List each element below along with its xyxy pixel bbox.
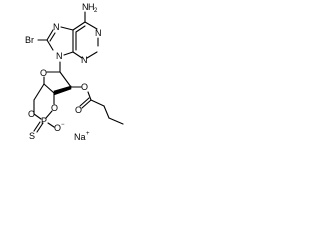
ring-o-label: O xyxy=(40,68,47,78)
bond-c2-n3 xyxy=(86,51,98,59)
bond-c5-c6 xyxy=(72,21,86,31)
cyclic-o-left-label: O xyxy=(28,109,35,119)
ester-o-label: O xyxy=(81,82,88,92)
bond-n9-c4 xyxy=(63,51,74,56)
bond-c5-n7 xyxy=(60,26,74,31)
counterion-charge: + xyxy=(86,131,90,137)
p-oxygen-charge: − xyxy=(61,122,65,128)
butyryl-ester xyxy=(70,86,124,125)
bond-n7-c8 xyxy=(46,29,54,41)
bond-p-s xyxy=(33,121,41,132)
ribose-ring xyxy=(33,61,72,120)
sulfur-label: S xyxy=(29,131,35,141)
bond-n3-c4 xyxy=(72,51,83,59)
bond-carbonyl-o xyxy=(81,99,92,109)
amino-n-label: N xyxy=(82,2,89,12)
bond-n7-c8-double xyxy=(49,32,56,42)
n1-label: N xyxy=(95,28,102,38)
amino-h-count: 2 xyxy=(94,8,98,14)
n9-label: N xyxy=(56,51,63,61)
bond-o5p-p xyxy=(33,113,42,120)
bromo-label: Br xyxy=(25,35,34,45)
bond-c8-n9 xyxy=(46,39,54,51)
n3-label: N xyxy=(81,55,88,65)
purine-ring xyxy=(37,11,99,59)
bond-chain-2 xyxy=(103,105,110,119)
bond-o3p-p xyxy=(45,110,53,119)
counterion-symbol: Na xyxy=(74,132,86,142)
bond-c6-n1 xyxy=(84,21,98,30)
cyclic-o-top-label: O xyxy=(51,103,58,113)
n7-label: N xyxy=(53,22,60,32)
bond-c5-c6-double xyxy=(75,25,86,33)
bond-chain-1 xyxy=(90,99,105,107)
p-oxygen-label: O xyxy=(54,123,61,133)
phosphorus-label: P xyxy=(41,116,47,126)
phosphorothioate xyxy=(33,121,55,133)
bond-chain-3 xyxy=(108,117,124,125)
bond-p-s-double xyxy=(36,122,44,133)
chemical-structure: N H 2 N N N N Br O O O O O P S O − Na + xyxy=(25,2,124,142)
bond-c2p-c3p xyxy=(53,85,72,96)
counterion: Na + xyxy=(74,131,90,142)
bond-c4p-c5p xyxy=(33,83,45,101)
bond-o2p-carbonyl xyxy=(87,91,92,101)
bond-c3p-c4p xyxy=(43,83,55,94)
atom-labels: N H 2 N N N N Br O O O O O P S O − xyxy=(25,2,102,141)
bond-p-o xyxy=(47,122,55,128)
bond-c1p-c2p xyxy=(59,71,72,88)
amino-h-label: H xyxy=(88,2,95,12)
bond-carbonyl-o-double xyxy=(79,97,90,107)
carbonyl-o-label: O xyxy=(75,105,82,115)
